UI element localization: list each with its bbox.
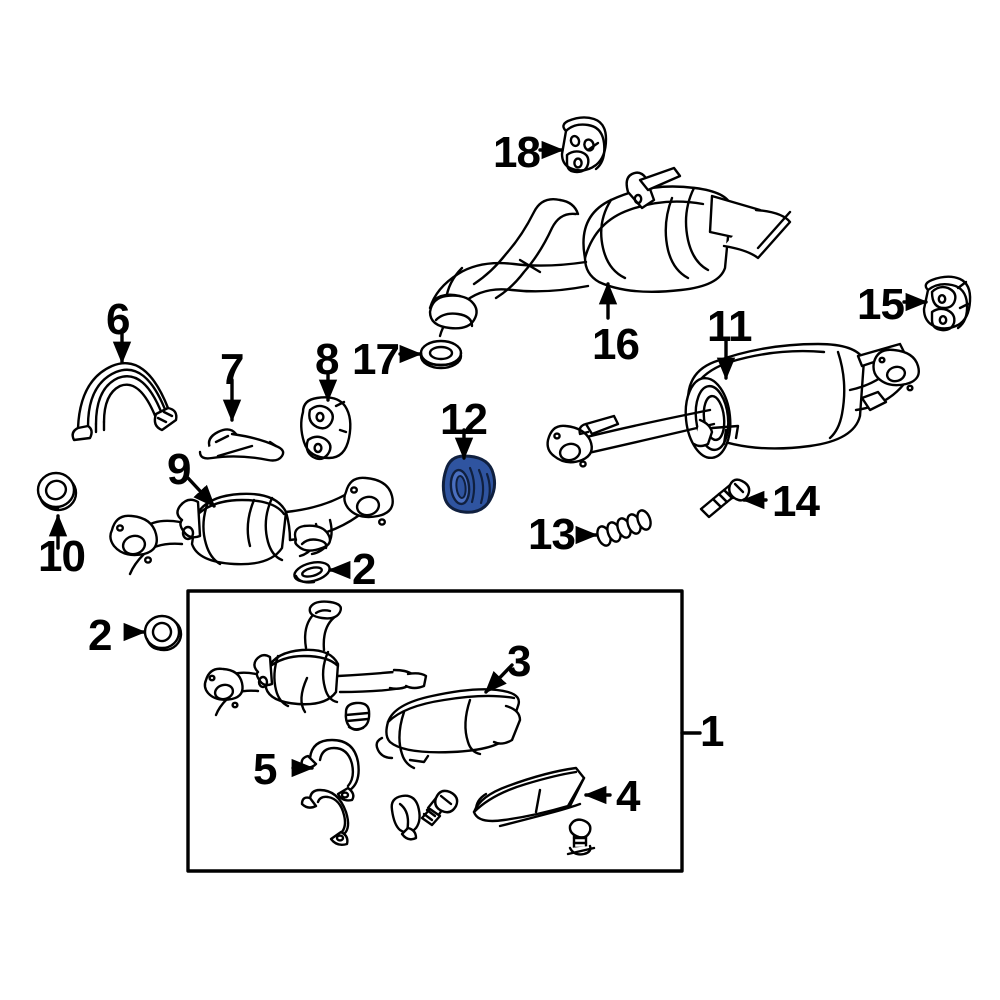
callout-number-9[interactable]: 9 (167, 445, 192, 494)
callout-number-3[interactable]: 3 (507, 637, 532, 686)
part-8-insulator (300, 396, 352, 461)
leader-lines (48, 140, 929, 805)
callout-number-8[interactable]: 8 (315, 335, 340, 384)
kit-bolt (420, 789, 459, 827)
callout-number-5[interactable]: 5 (253, 745, 278, 794)
callout-number-11[interactable]: 11 (707, 302, 753, 351)
callout-number-1[interactable]: 1 (700, 707, 725, 756)
kit-part-3-converter (375, 688, 522, 770)
kit-front-pipe-assembly (203, 600, 428, 717)
callout-number-14[interactable]: 14 (772, 477, 820, 526)
kit-part-4-heat-shield (472, 766, 586, 828)
callout-number-4[interactable]: 4 (616, 772, 641, 821)
part-6-heat-shield (71, 362, 178, 442)
callout-number-13[interactable]: 13 (528, 510, 576, 559)
kit-clip (390, 794, 421, 841)
callout-number-7[interactable]: 7 (220, 345, 245, 394)
part-7-hanger-bracket (198, 428, 285, 462)
part-14-bolt (699, 478, 751, 519)
callout-number-2-upper[interactable]: 2 (352, 545, 377, 594)
part-2b-gasket (143, 614, 183, 652)
callout-number-16[interactable]: 16 (592, 320, 640, 369)
callout-number-2-lower[interactable]: 2 (88, 611, 113, 660)
part-17-gasket (419, 339, 463, 370)
kit-nut (344, 701, 371, 731)
kit-screw (566, 818, 596, 856)
part-9-front-pipe-converter (109, 476, 394, 576)
part-12-seal-highlighted (441, 454, 497, 514)
callout-number-18[interactable]: 18 (493, 128, 541, 177)
part-10-gasket (36, 471, 78, 512)
part-16-center-muffler (428, 166, 792, 338)
part-18-insulator (560, 116, 608, 174)
callout-number-12[interactable]: 12 (440, 395, 488, 444)
part-2a-gasket (293, 561, 331, 584)
kit-part-5-clamps (300, 738, 360, 847)
part-15-insulator (922, 275, 972, 332)
callout-number-6[interactable]: 6 (106, 295, 131, 344)
callout-number-17[interactable]: 17 (352, 335, 400, 384)
callout-number-10[interactable]: 10 (38, 532, 86, 581)
part-13-spring (596, 509, 652, 547)
callout-number-15[interactable]: 15 (857, 280, 905, 329)
